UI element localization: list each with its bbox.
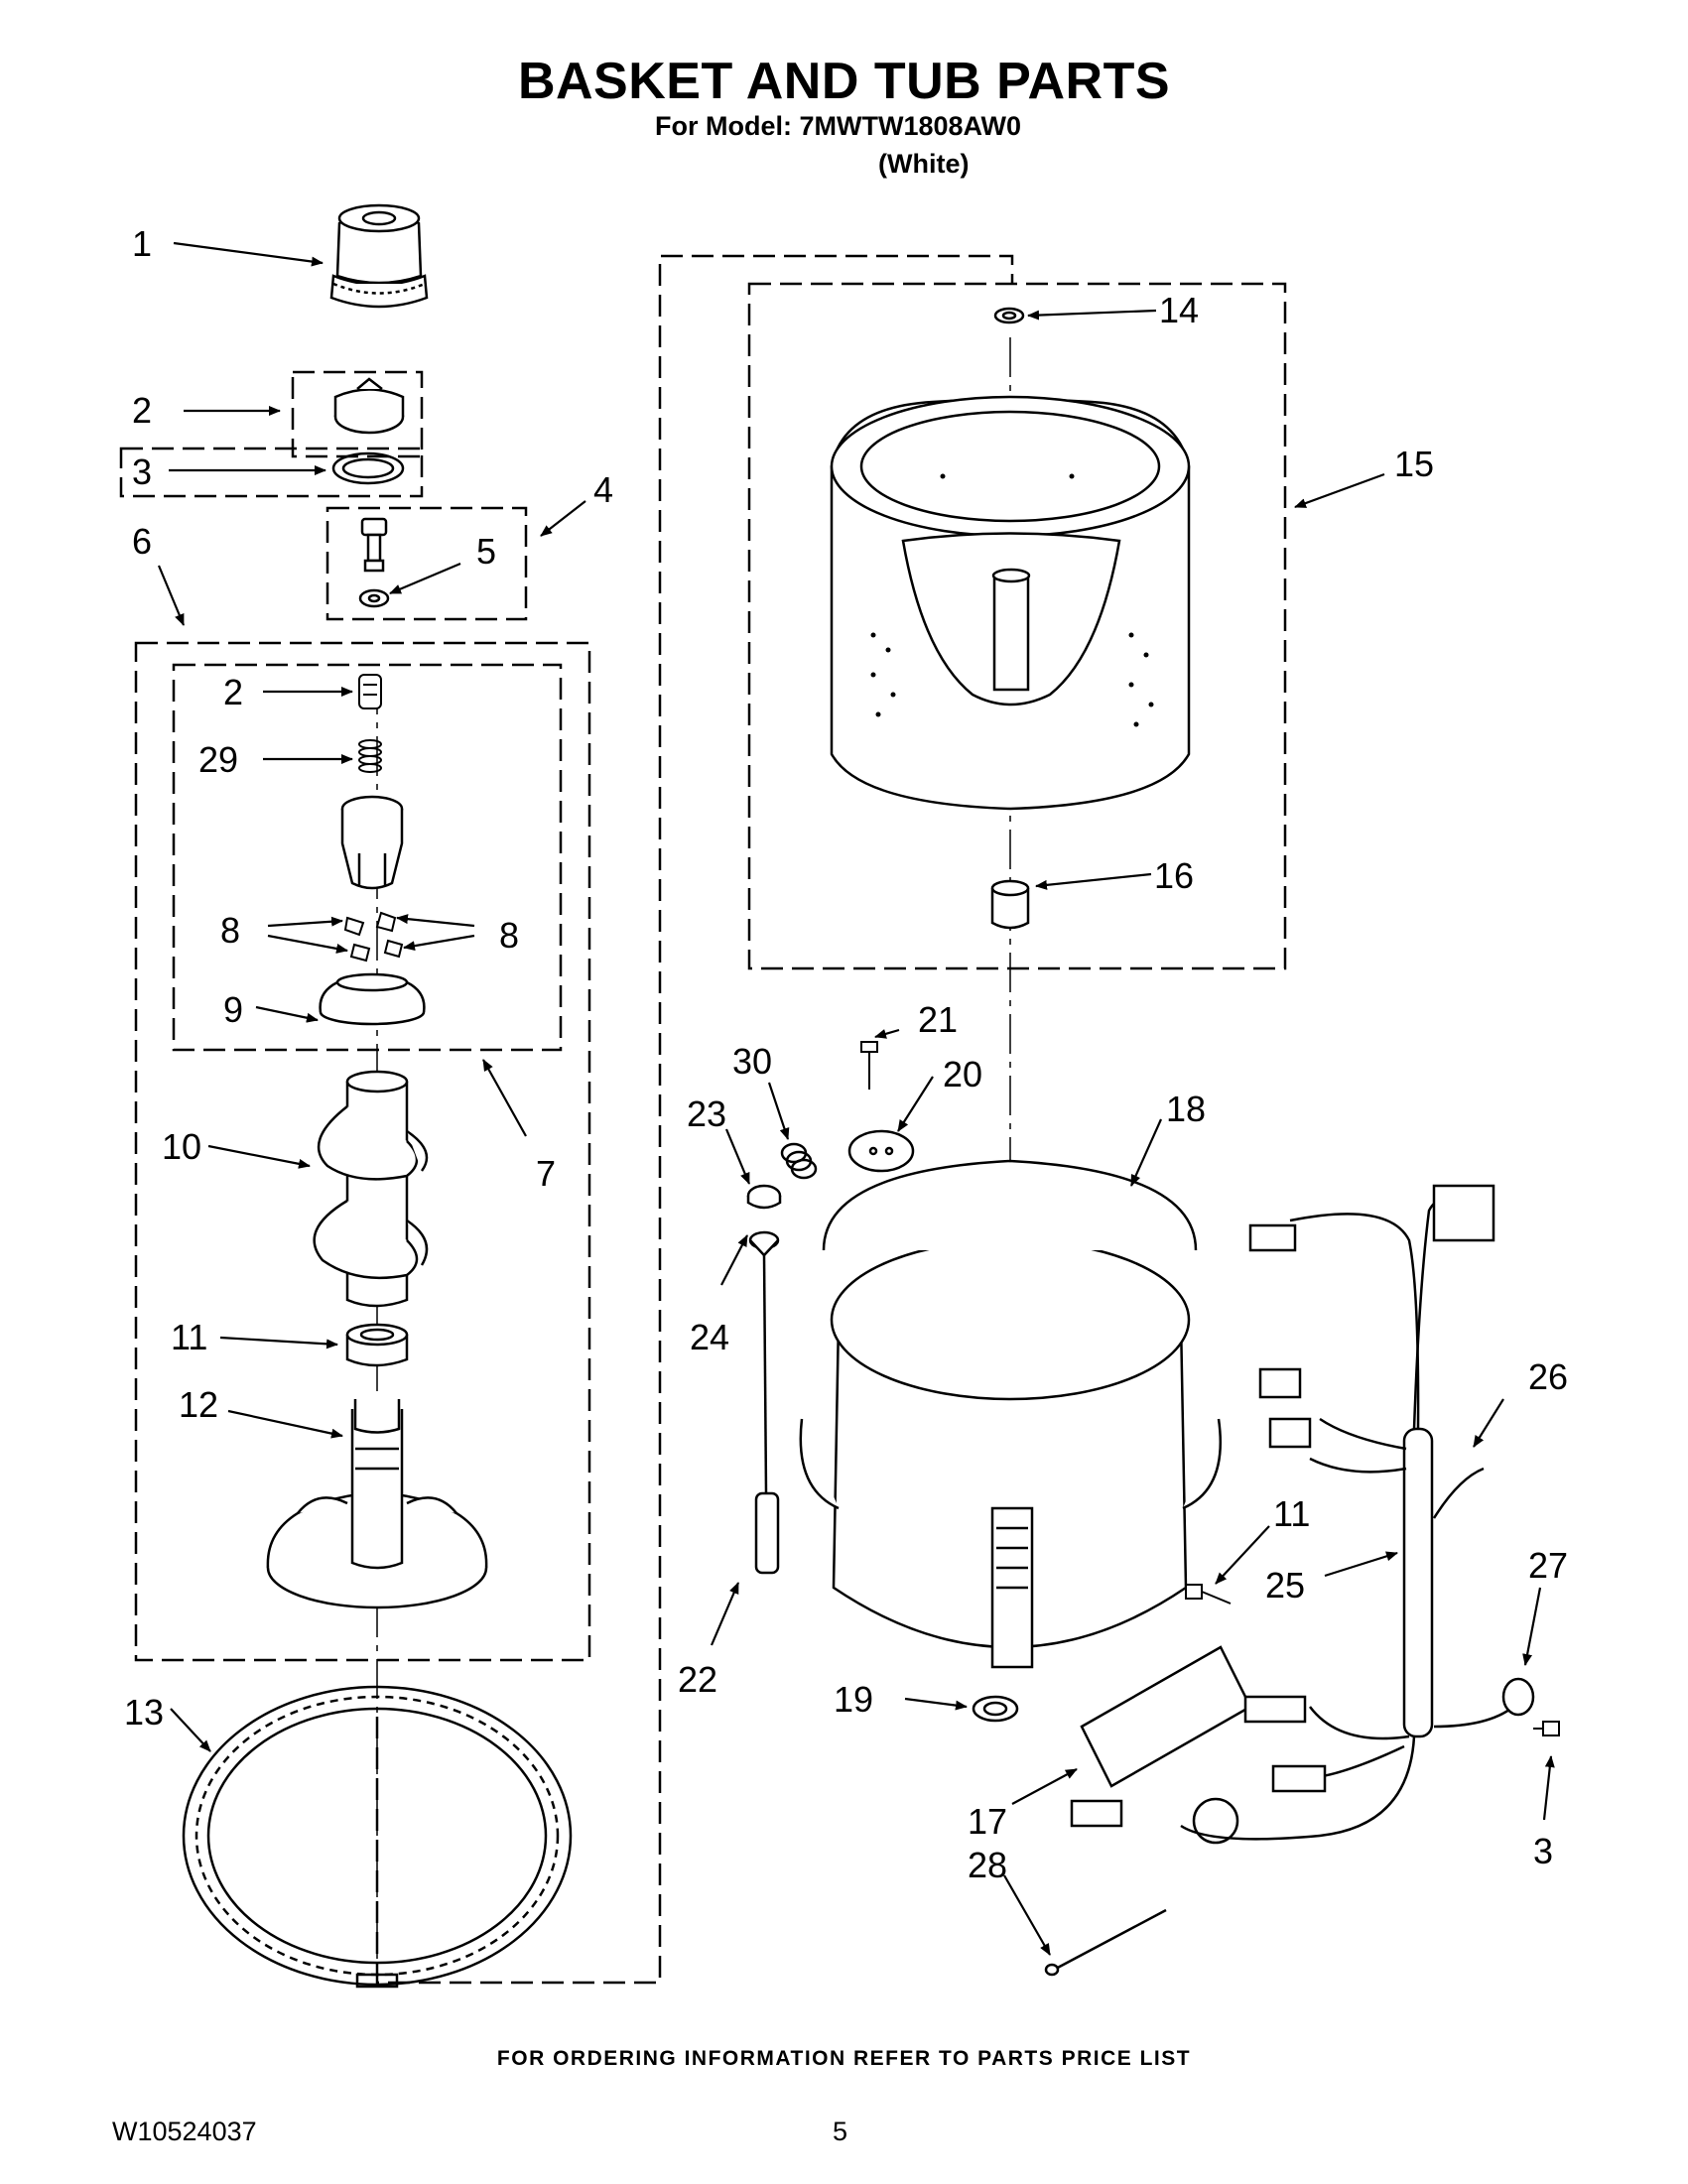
- ordering-note: FOR ORDERING INFORMATION REFER TO PARTS …: [496, 2047, 1192, 2070]
- part-17-board: [1080, 1645, 1252, 1788]
- part-2-insert: [333, 377, 405, 435]
- part-11-bearing: [345, 1323, 409, 1367]
- callout-14: 14: [1159, 290, 1199, 330]
- callout-11-left: 11: [171, 1317, 207, 1357]
- callout-5: 5: [476, 531, 496, 572]
- callout-3: 3: [132, 451, 152, 492]
- part-30-spring: [780, 1142, 818, 1180]
- part-18-tub: [799, 1159, 1223, 1669]
- part-12-agitator: [266, 1399, 488, 1609]
- group-box-part-15: [747, 282, 1287, 970]
- callout-22: 22: [678, 1659, 717, 1700]
- callout-1: 1: [132, 223, 152, 264]
- part-26-hose: [1432, 1467, 1485, 1519]
- part-15-basket: [830, 395, 1191, 811]
- callout-9: 9: [223, 989, 243, 1030]
- part-5-bolt: [358, 517, 390, 608]
- callout-6: 6: [132, 521, 152, 562]
- callout-2: 2: [132, 390, 152, 431]
- callout-21: 21: [918, 999, 958, 1040]
- callout-15: 15: [1394, 444, 1434, 484]
- agitator-cam: [340, 795, 404, 890]
- leader-arrows: [157, 241, 1555, 1956]
- callout-12: 12: [179, 1384, 218, 1425]
- part-11-bolt: [1185, 1584, 1232, 1605]
- model-line: For Model: 7MWTW1808AW0: [655, 111, 1022, 141]
- group-box-part-7: [172, 663, 563, 1052]
- callout-25: 25: [1265, 1565, 1305, 1606]
- callout-26: 26: [1528, 1356, 1568, 1397]
- callout-labels: 1 2 3 4 5 6 2 29 8 8 9 7 10 11 12 13 14 …: [124, 223, 1568, 1885]
- part-29-spring: [358, 739, 382, 773]
- callout-8-right: 8: [499, 915, 519, 956]
- part-13-ring: [182, 1685, 573, 1989]
- callout-3-right: 3: [1533, 1831, 1553, 1871]
- callout-17: 17: [968, 1801, 1007, 1842]
- callout-2-inner: 2: [223, 672, 243, 712]
- callout-19: 19: [834, 1679, 873, 1720]
- part-25-harness: [1070, 1184, 1495, 1845]
- part-9-base: [319, 972, 426, 1026]
- part-10-auger: [313, 1070, 429, 1308]
- callout-11-right: 11: [1273, 1493, 1310, 1534]
- callout-13: 13: [124, 1692, 164, 1733]
- part-20-plate: [847, 1129, 915, 1173]
- part-24-cap: [748, 1230, 780, 1257]
- part-23-nut: [746, 1184, 782, 1210]
- part-22-rod: [754, 1254, 780, 1575]
- group-boxes: [119, 254, 1287, 1985]
- group-box-part-2: [291, 370, 424, 458]
- part-28-tie: [1044, 1908, 1167, 1977]
- callout-8-left: 8: [220, 910, 240, 951]
- part-14-seal: [993, 307, 1025, 324]
- callout-23: 23: [687, 1093, 726, 1134]
- callout-27: 27: [1528, 1545, 1568, 1586]
- callout-28: 28: [968, 1845, 1007, 1885]
- callout-10: 10: [162, 1126, 201, 1167]
- group-box-part-3: [119, 447, 424, 498]
- callout-24: 24: [690, 1317, 729, 1357]
- page-title: BASKET AND TUB PARTS: [517, 53, 1171, 110]
- document-number: W10524037: [112, 2117, 257, 2146]
- part-21-screw: [860, 1041, 878, 1090]
- part-27-clamp: [1433, 1677, 1535, 1729]
- callout-4: 4: [593, 469, 613, 510]
- part-16-coupling: [990, 879, 1030, 930]
- color-variant: (White): [878, 149, 970, 179]
- part-3-ring: [331, 451, 405, 485]
- callout-29: 29: [198, 739, 238, 780]
- callout-20: 20: [943, 1054, 982, 1094]
- callout-18: 18: [1166, 1089, 1206, 1129]
- part-3-screw: [1533, 1721, 1560, 1736]
- group-box-part-4: [325, 506, 528, 621]
- part-1-cap: [329, 203, 429, 309]
- part-2-small-cap: [358, 674, 382, 709]
- callout-7: 7: [536, 1153, 556, 1194]
- group-box-part-6: [134, 641, 591, 1662]
- callout-16: 16: [1154, 855, 1194, 896]
- callout-30: 30: [732, 1041, 772, 1082]
- part-19-seal: [972, 1695, 1019, 1723]
- page-number: 5: [833, 2117, 848, 2146]
- part-8-dogs: [343, 911, 404, 963]
